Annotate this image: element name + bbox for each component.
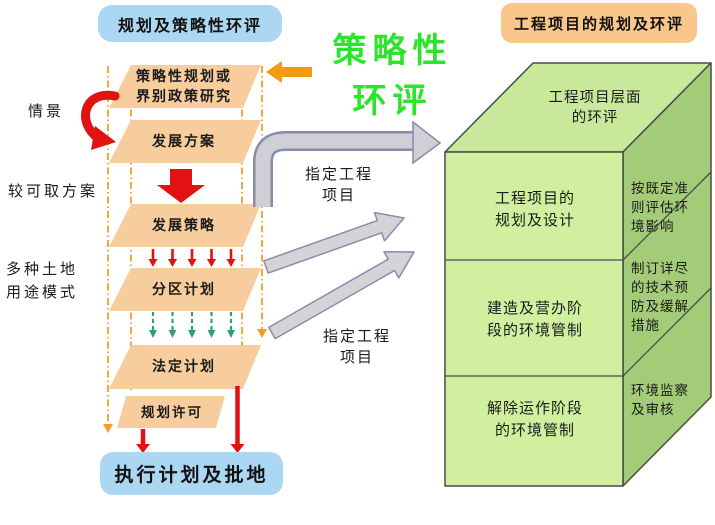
step-statutory-plan-label: 法定计划 (152, 359, 216, 375)
scenario-label: 情景 (28, 102, 65, 120)
cube-side-divider-2 (622, 287, 712, 377)
flow-step-shapes (109, 65, 261, 428)
cube-top-label: 工程项目层面 的环评 (548, 90, 642, 126)
outcome-label: 执行计划及批地 (114, 464, 269, 486)
cube-front-section-3-label: 解除运作阶段 的环境管制 (486, 399, 583, 439)
cube-front-face (444, 151, 624, 487)
step-strategic-study-shape (109, 65, 261, 108)
right-header: 工程项目的规划及环评 (501, 3, 697, 43)
step-development-strategy-label: 发展策略 (152, 218, 216, 234)
step-development-options-label: 发展方案 (152, 134, 216, 150)
center-title: 策略性 环评 (332, 31, 453, 121)
red-outcome-arrows (136, 386, 245, 453)
step-planning-permission-label: 规划许可 (141, 405, 203, 421)
designated-project-upper-label: 指定工程 项目 (304, 165, 373, 204)
gray-curved-arrow (253, 120, 442, 207)
step-statutory-plan-shape (109, 345, 261, 389)
land-use-label: 多种土地 用途模式 (6, 260, 79, 301)
gray-straight-arrows (263, 211, 415, 340)
preferred-option-label: 较可取方案 (8, 182, 99, 200)
red-multi-arrows (148, 249, 236, 267)
red-down-arrow (157, 169, 205, 203)
cube-side-section-1-label: 按既定准 则评估环 境影响 (631, 181, 689, 235)
step-planning-permission-shape (117, 396, 225, 428)
designated-project-lower-label: 指定工程 项目 (322, 327, 391, 366)
step-zoning-plan-shape (109, 268, 261, 311)
step-zoning-plan-label: 分区计划 (152, 282, 216, 298)
cube-front-section-2-label: 建造及营办阶 段的环境管制 (486, 299, 583, 339)
left-header-label: 规划及策略性环评 (117, 15, 262, 35)
cube-side-section-2-label: 制订详尽 的技术预 防及缓解 措施 (631, 261, 689, 334)
step-development-options-shape (109, 120, 261, 163)
orange-left-arrow (266, 61, 312, 83)
cube-side-section-3-label: 环境监察 及审核 (631, 383, 689, 418)
step-development-strategy-shape (109, 204, 261, 247)
teal-dashed-arrows (149, 312, 235, 338)
cube-front-section-1-label: 工程项目的 规划及设计 (494, 189, 575, 229)
scenario-cycle-arrow (81, 90, 120, 150)
outcome-box: 执行计划及批地 (100, 452, 283, 495)
step-strategic-study-label: 策略性规划或 界别政策研究 (136, 69, 232, 105)
project-cube (444, 62, 712, 487)
cube-side-divider-1 (622, 171, 712, 261)
right-header-label: 工程项目的规划及环评 (513, 14, 684, 33)
left-header: 规划及策略性环评 (98, 5, 282, 42)
